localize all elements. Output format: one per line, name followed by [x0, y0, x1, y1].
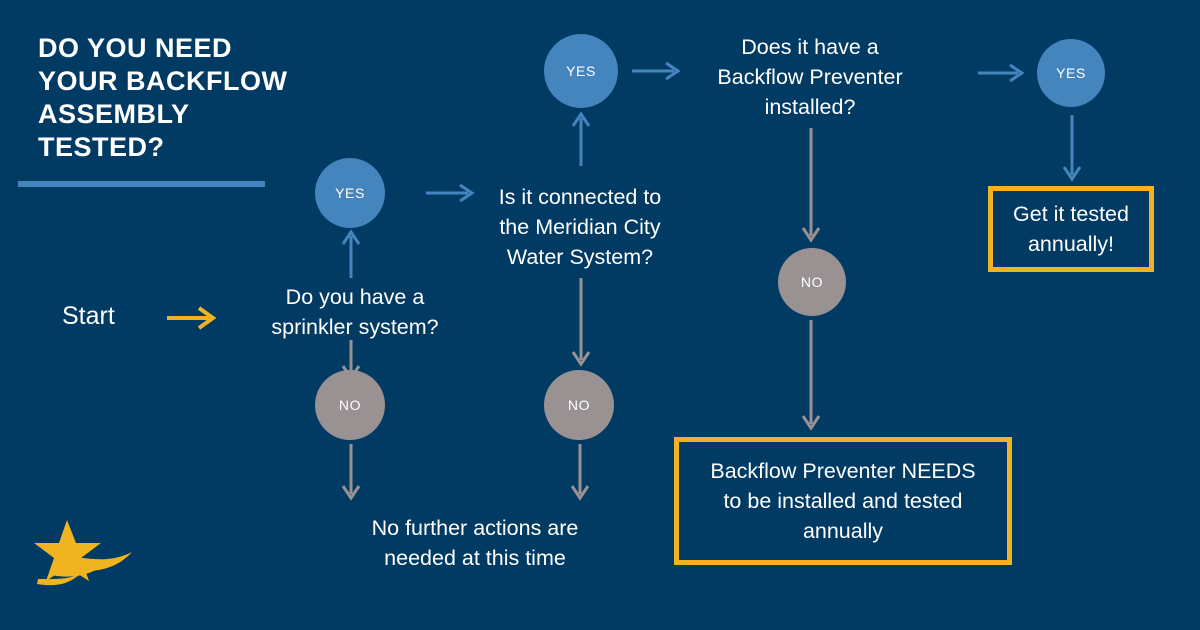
start-label: Start [62, 302, 115, 330]
question-sprinkler-system: Do you have a sprinkler system? [271, 285, 439, 339]
node-label: YES [335, 185, 365, 201]
node-yes-city-water[interactable]: YES [544, 34, 618, 108]
connector-no-mid-terminal [570, 444, 590, 501]
title-accent-rule [18, 181, 265, 187]
callout-backflow-needs-install: Backflow Preventer NEEDS to be installed… [674, 437, 1012, 565]
start-arrow-icon [167, 306, 217, 330]
terminal-no-further-actions: No further actions are needed at this ti… [371, 516, 579, 570]
connector-yes-to-get-tested [1062, 115, 1082, 182]
connector-q3-to-yes [978, 63, 1025, 83]
callout-get-it-tested: Get it tested annually! [988, 186, 1154, 272]
node-label: NO [338, 397, 362, 413]
meridian-star-logo [34, 520, 132, 586]
connector-q2-no [571, 278, 591, 367]
connector-no-to-needs-install [801, 320, 821, 431]
connector-yes-to-q3 [632, 61, 681, 81]
node-yes-backflow-preventer[interactable]: YES [1037, 39, 1105, 107]
node-no-sprinkler[interactable]: NO [315, 370, 385, 440]
connector-q2-yes [571, 111, 591, 166]
node-no-city-water[interactable]: NO [544, 370, 614, 440]
connector-q3-no [801, 128, 821, 243]
page-title: DO YOU NEED YOUR BACKFLOW ASSEMBLY TESTE… [38, 33, 288, 162]
node-label: YES [1056, 65, 1086, 81]
node-no-backflow-preventer[interactable]: NO [778, 248, 846, 316]
node-yes-sprinkler[interactable]: YES [315, 158, 385, 228]
connector-q1-yes [341, 229, 361, 278]
node-label: YES [566, 63, 596, 79]
node-label: NO [800, 274, 824, 290]
connector-no-left-terminal [341, 444, 361, 501]
question-backflow-preventer-installed: Does it have a Backflow Preventer instal… [717, 35, 903, 119]
question-city-water-system: Is it connected to the Meridian City Wat… [498, 185, 662, 269]
node-label: NO [567, 397, 591, 413]
connector-yes-to-q2 [426, 183, 475, 203]
